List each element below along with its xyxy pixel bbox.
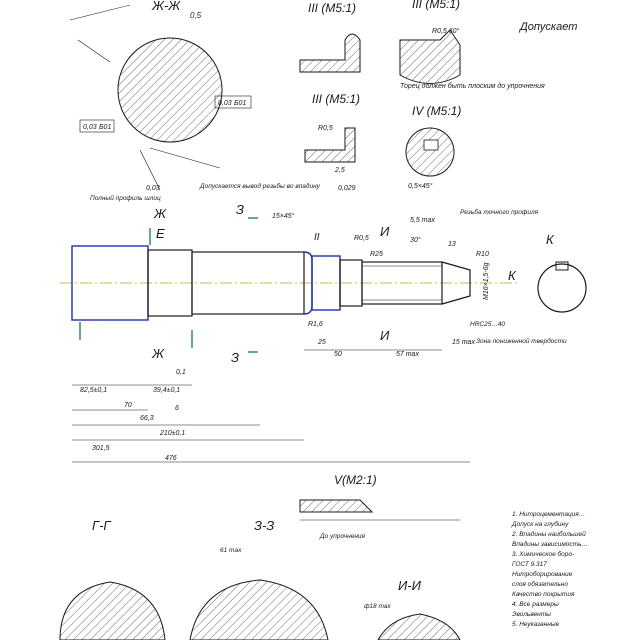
detail-ii-width: 2,5 xyxy=(334,167,345,174)
dim-210: 210±0,1 xyxy=(159,430,185,437)
tol-frame-2 xyxy=(214,95,252,109)
dim-301-5: 301,5 xyxy=(92,445,110,452)
marker-k-right: К xyxy=(508,268,517,283)
section-33-title: З-З xyxy=(254,518,274,533)
dim-tol-0029: 0,029 xyxy=(338,185,356,192)
detail-iv: IV (M5:1) 0,5×45° xyxy=(405,104,461,190)
note-full-profile: Полный профиль шлиц xyxy=(90,194,161,202)
detail-iii-note: Торец должен быть плоским до упрочнения xyxy=(400,82,545,90)
marker-i-top: И xyxy=(380,224,390,239)
dim-thread: М16×1,5-6g xyxy=(483,262,490,300)
section-ii: И-И ф18 max xyxy=(364,578,461,640)
tol-datum-1: Б01 xyxy=(99,124,111,131)
section-k xyxy=(537,261,587,313)
dim-tol-003: 0,03 xyxy=(146,185,160,192)
note-line: 1. Нитроцементация… xyxy=(512,511,585,518)
marker-z-top: З xyxy=(236,202,244,217)
note-line: Допуск на глубину xyxy=(511,520,569,528)
note-line: ГОСТ 9.317 xyxy=(512,561,547,568)
detail-iv-chamfer: 0,5×45° xyxy=(408,182,433,190)
dim-66-3: 66,3 xyxy=(140,415,154,422)
dim-25: 25 xyxy=(317,339,326,346)
dim-70: 70 xyxy=(124,402,132,409)
marker-e: Е xyxy=(156,226,165,241)
note-line: Впадины зависимость… xyxy=(512,540,588,548)
dim-r25: R25 xyxy=(370,251,383,258)
note-thread-drive: Допускается вывод резьбы во впадину xyxy=(199,182,321,190)
marker-ii: II xyxy=(314,232,320,243)
zh-ra: 0,5 xyxy=(190,11,202,20)
detail-v: V(M2:1) xyxy=(299,473,460,521)
tol-frame-1 xyxy=(79,119,115,133)
detail-ii-radius: R0,5 xyxy=(318,125,333,132)
note-line: 5. Неуказанные xyxy=(512,621,560,628)
dim-tol-01: 0,1 xyxy=(176,369,186,376)
note-line: Нитроборирование xyxy=(512,570,573,578)
detail-iii-title: III (M5:1) xyxy=(412,0,460,11)
marker-z-bottom: З xyxy=(231,350,239,365)
marker-zh-bottom: Ж xyxy=(151,346,165,361)
dim-13: 13 xyxy=(448,241,456,248)
tol-value-2: 0,03 xyxy=(218,100,232,107)
dim-chamfer-15: 15×45° xyxy=(272,212,295,220)
dimension-lines xyxy=(72,349,470,463)
note-hardness: HRC25…40 xyxy=(470,321,505,328)
marker-i-bottom: И xyxy=(380,328,390,343)
dim-r05: R0,5 xyxy=(354,235,369,242)
dim-r10: R10 xyxy=(476,251,489,258)
note-line: 3. Химическое боро- xyxy=(512,550,575,558)
zh-section-circle xyxy=(117,37,223,143)
dim-50: 50 xyxy=(334,351,342,358)
tol-datum-2: Б01 xyxy=(234,100,246,107)
dim-476: 476 xyxy=(165,455,177,462)
section-ii-title: И-И xyxy=(398,578,422,593)
dim-39-4: 39,4±0,1 xyxy=(153,387,180,394)
dim-57-max: 57 max xyxy=(396,351,419,358)
detail-v-title: V(M2:1) xyxy=(334,473,377,487)
dopusk-label: Допускает xyxy=(518,21,577,33)
note-line: Эвольвенты xyxy=(512,611,551,618)
note-hardness-zone: Зона пониженной твердости xyxy=(476,337,567,345)
section-ii-dim: ф18 max xyxy=(364,603,391,610)
note-line: 4. Все размеры xyxy=(512,601,559,608)
note-thread-profile: Резьба точного профиля xyxy=(460,208,539,216)
dim-6: 6 xyxy=(175,405,179,412)
dim-15-max: 15 max xyxy=(452,339,475,346)
tol-value-1: 0,03 xyxy=(83,124,97,131)
note-line: 2. Впадины наибольшей xyxy=(511,530,586,538)
detail-iv-title: IV (M5:1) xyxy=(412,104,461,118)
detail-ii-title: III (M5:1) xyxy=(308,1,356,15)
dim-30deg: 30° xyxy=(410,236,421,244)
detail-iii-chamfer: R0,5 60° xyxy=(432,27,460,35)
section-zh-title: Ж-Ж xyxy=(151,0,181,13)
marker-k-section: К xyxy=(546,232,555,247)
section-33-dim: 61 max xyxy=(220,547,242,554)
dim-r16: R1,6 xyxy=(308,321,323,328)
marker-zh-top: Ж xyxy=(153,206,167,221)
section-gg-title: Г-Г xyxy=(92,518,111,533)
detail-iii: III (M5:1) R0,5 60° Торец должен быть пл… xyxy=(399,0,577,90)
section-zh-zh: Ж-Ж 0,03 Б01 0,03 Б01 0,5 xyxy=(69,0,252,191)
section-33: З-З До упрочнения 61 max xyxy=(189,518,366,640)
dim-82-5: 82,5±0,1 xyxy=(80,387,107,394)
note-line: слоя обязательно xyxy=(512,580,568,588)
main-shaft xyxy=(60,217,520,353)
section-33-note: До упрочнения xyxy=(319,533,366,540)
dim-5-5-max: 5,5 max xyxy=(410,217,435,224)
detail-ii: III (M5:1) III (M5:1) R0,5 2,5 xyxy=(299,1,361,174)
section-gg: Г-Г xyxy=(59,518,166,640)
detail-ii-title-2: III (M5:1) xyxy=(312,92,360,106)
note-line: Качество покрытия xyxy=(512,591,575,598)
technical-notes: 1. Нитроцементация… Допуск на глубину 2. В… xyxy=(511,511,588,628)
